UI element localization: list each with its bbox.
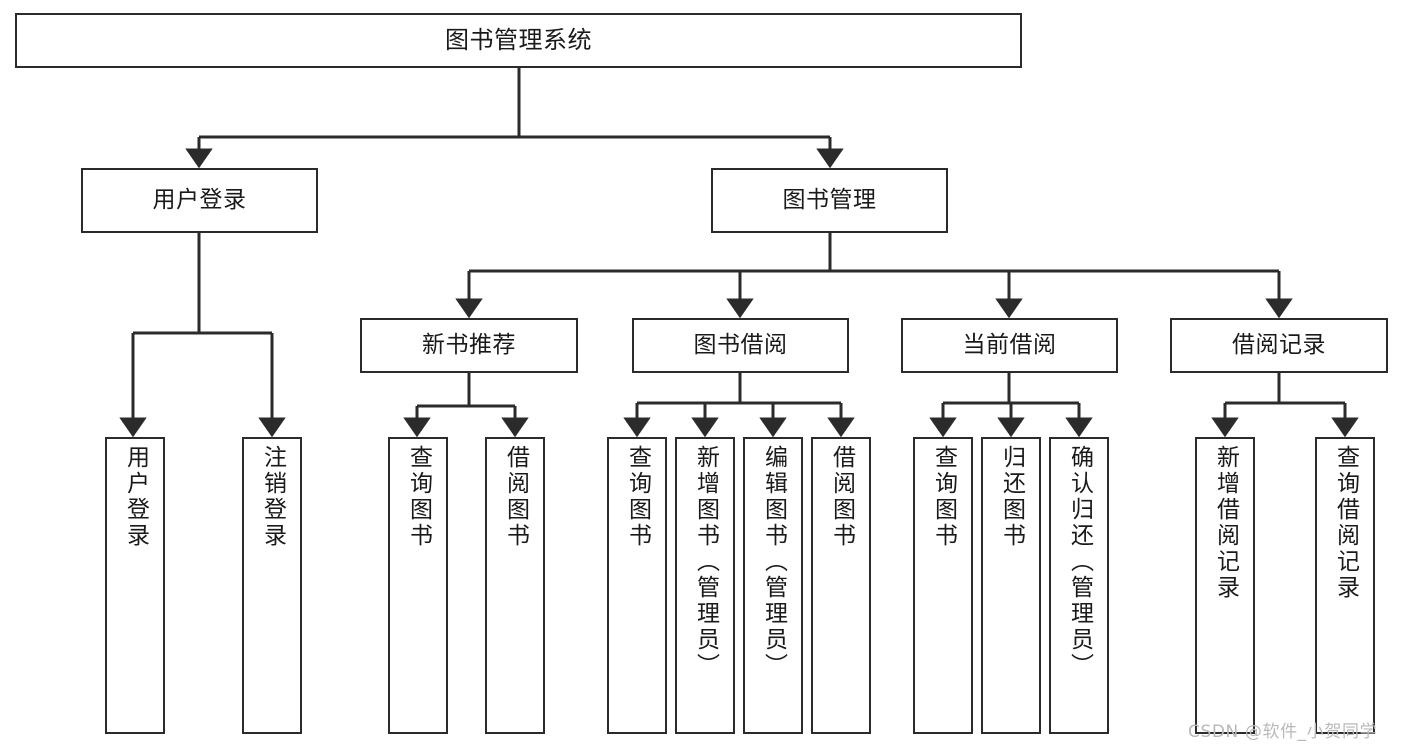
node-leaf-bb-add-label: 新增图书（管理员） [692,445,719,679]
node-leaf-rec-query[interactable]: 查询图书 [388,437,448,734]
node-leaf-bb-query[interactable]: 查询图书 [607,437,667,734]
node-leaf-cb-confirm[interactable]: 确认归还（管理员） [1049,437,1109,734]
node-user-login[interactable]: 用户登录 [81,168,318,233]
node-book-manage-label: 图书管理 [782,186,877,213]
node-leaf-cb-return[interactable]: 归还图书 [981,437,1041,734]
node-book-borrow-label: 图书借阅 [693,331,788,358]
node-root-label: 图书管理系统 [445,26,592,55]
node-leaf-bb-borrow-label: 借阅图书 [828,445,855,549]
node-book-borrow[interactable]: 图书借阅 [632,318,849,373]
node-leaf-br-add-label: 新增借阅记录 [1212,445,1239,601]
node-leaf-bb-edit[interactable]: 编辑图书（管理员） [743,437,803,734]
node-borrow-record-label: 借阅记录 [1232,331,1326,358]
node-leaf-cb-confirm-label: 确认归还（管理员） [1066,445,1093,679]
node-leaf-rec-query-label: 查询图书 [405,445,432,549]
node-leaf-rec-borrow-label: 借阅图书 [502,445,529,549]
node-leaf-br-query-label: 查询借阅记录 [1332,445,1359,601]
node-leaf-user-logout-label: 注销登录 [259,445,286,549]
node-root[interactable]: 图书管理系统 [15,13,1022,68]
node-leaf-user-logout[interactable]: 注销登录 [242,437,302,734]
node-leaf-cb-return-label: 归还图书 [998,445,1025,549]
node-leaf-user-login-label: 用户登录 [122,445,149,549]
node-leaf-rec-borrow[interactable]: 借阅图书 [485,437,545,734]
node-user-login-label: 用户登录 [152,186,247,213]
node-leaf-bb-borrow[interactable]: 借阅图书 [811,437,871,734]
node-leaf-br-add[interactable]: 新增借阅记录 [1195,437,1255,734]
node-current-borrow[interactable]: 当前借阅 [901,318,1118,373]
node-borrow-record[interactable]: 借阅记录 [1170,318,1388,373]
node-leaf-cb-query[interactable]: 查询图书 [913,437,973,734]
node-leaf-br-query[interactable]: 查询借阅记录 [1315,437,1375,734]
node-book-manage[interactable]: 图书管理 [711,168,948,233]
node-leaf-bb-edit-label: 编辑图书（管理员） [760,445,787,679]
edge-group [119,68,1359,438]
csdn-watermark: CSDN @软件_小贺同学 [1188,722,1378,742]
node-new-book-rec[interactable]: 新书推荐 [360,318,578,373]
node-leaf-bb-add[interactable]: 新增图书（管理员） [675,437,735,734]
node-new-book-rec-label: 新书推荐 [422,331,516,358]
node-current-borrow-label: 当前借阅 [962,331,1057,358]
node-leaf-bb-query-label: 查询图书 [624,445,651,549]
node-leaf-user-login[interactable]: 用户登录 [105,437,165,734]
node-leaf-cb-query-label: 查询图书 [930,445,957,549]
